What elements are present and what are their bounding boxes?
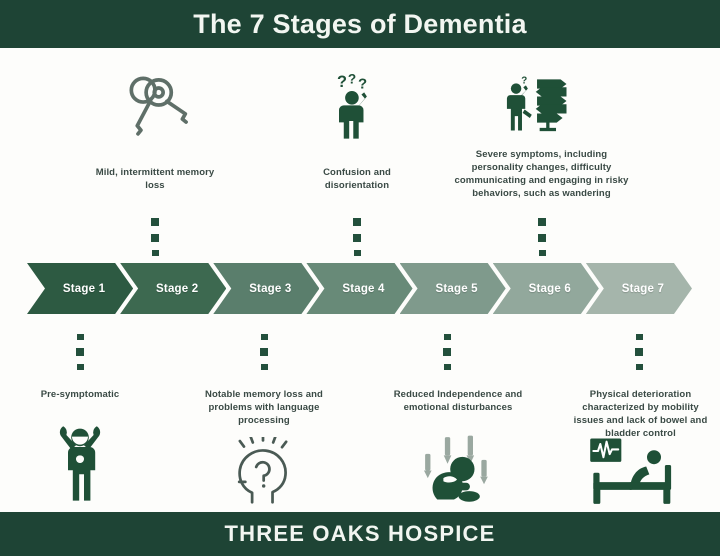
dots-stage-6 bbox=[538, 218, 546, 256]
stage-chevron-band: Stage 1 Stage 2 Stage 3 Stage 4 Stage 5 … bbox=[27, 263, 692, 314]
head-question-mark-icon bbox=[228, 437, 298, 505]
callout-stage-5-text: Reduced Independence and emotional distu… bbox=[393, 389, 523, 414]
callout-stage-7-text: Physical deterioration characterized by … bbox=[573, 389, 708, 440]
dot bbox=[353, 250, 361, 256]
stage-label: Stage 5 bbox=[435, 282, 478, 295]
stage-chevron-3[interactable]: Stage 3 bbox=[213, 263, 319, 314]
stage-chevron-7[interactable]: Stage 7 bbox=[586, 263, 692, 314]
dot bbox=[151, 250, 159, 256]
dot bbox=[260, 364, 268, 370]
stage-label: Stage 7 bbox=[621, 282, 665, 295]
dots-stage-3 bbox=[260, 334, 268, 370]
dot bbox=[353, 234, 361, 242]
stage-chevron-1[interactable]: Stage 1 bbox=[27, 263, 133, 314]
dot bbox=[76, 348, 84, 356]
footer-bar: THREE OAKS HOSPICE bbox=[0, 512, 720, 556]
callout-stage-6-text: Severe symptoms, including personality c… bbox=[454, 149, 629, 200]
dot bbox=[151, 234, 159, 242]
callout-stage-4-text: Confusion and disorientation bbox=[323, 167, 391, 192]
dot bbox=[538, 218, 546, 226]
dots-stage-5 bbox=[443, 334, 451, 370]
svg-text:?: ? bbox=[348, 72, 356, 87]
keys-icon bbox=[112, 68, 198, 142]
patient-in-bed-icon bbox=[582, 437, 684, 507]
dot bbox=[260, 334, 268, 340]
dots-stage-7 bbox=[635, 334, 643, 370]
dot bbox=[635, 364, 643, 370]
person-signpost-icon: ? bbox=[503, 66, 575, 140]
header-bar: The 7 Stages of Dementia bbox=[0, 0, 720, 48]
distressed-person-icon bbox=[408, 428, 500, 504]
dot bbox=[635, 334, 643, 340]
dot bbox=[353, 218, 361, 226]
stage-label: Stage 2 bbox=[156, 282, 199, 295]
celebrating-person-icon bbox=[48, 414, 112, 504]
svg-text:?: ? bbox=[337, 73, 347, 91]
stage-chevron-4[interactable]: Stage 4 bbox=[306, 263, 412, 314]
brand-name: THREE OAKS HOSPICE bbox=[224, 521, 496, 546]
dot bbox=[538, 234, 546, 242]
callout-stage-1-text: Pre-symptomatic bbox=[40, 389, 120, 400]
dots-stage-2 bbox=[151, 218, 159, 256]
callout-stage-3-text: Notable memory loss and problems with la… bbox=[205, 389, 323, 427]
stage-label: Stage 1 bbox=[62, 282, 106, 295]
dot bbox=[151, 218, 159, 226]
stage-label: Stage 4 bbox=[342, 282, 385, 295]
dot bbox=[538, 250, 546, 256]
svg-text:?: ? bbox=[358, 75, 367, 92]
stage-chevron-2[interactable]: Stage 2 bbox=[120, 263, 226, 314]
dots-stage-4 bbox=[353, 218, 361, 256]
svg-text:?: ? bbox=[521, 75, 527, 86]
stage-label: Stage 3 bbox=[249, 282, 292, 295]
stage-chevron-6[interactable]: Stage 6 bbox=[493, 263, 599, 314]
dot bbox=[76, 364, 84, 370]
dot bbox=[635, 348, 643, 356]
callout-stage-2-text: Mild, intermittent memory loss bbox=[95, 167, 215, 192]
stage-chevron-5[interactable]: Stage 5 bbox=[400, 263, 506, 314]
dots-stage-1 bbox=[76, 334, 84, 370]
dot bbox=[76, 334, 84, 340]
dot bbox=[443, 364, 451, 370]
confused-person-icon: ? ? ? bbox=[322, 70, 390, 142]
dot bbox=[260, 348, 268, 356]
page-title: The 7 Stages of Dementia bbox=[193, 8, 527, 39]
stage-label: Stage 6 bbox=[528, 282, 571, 295]
dot bbox=[443, 348, 451, 356]
dot bbox=[443, 334, 451, 340]
